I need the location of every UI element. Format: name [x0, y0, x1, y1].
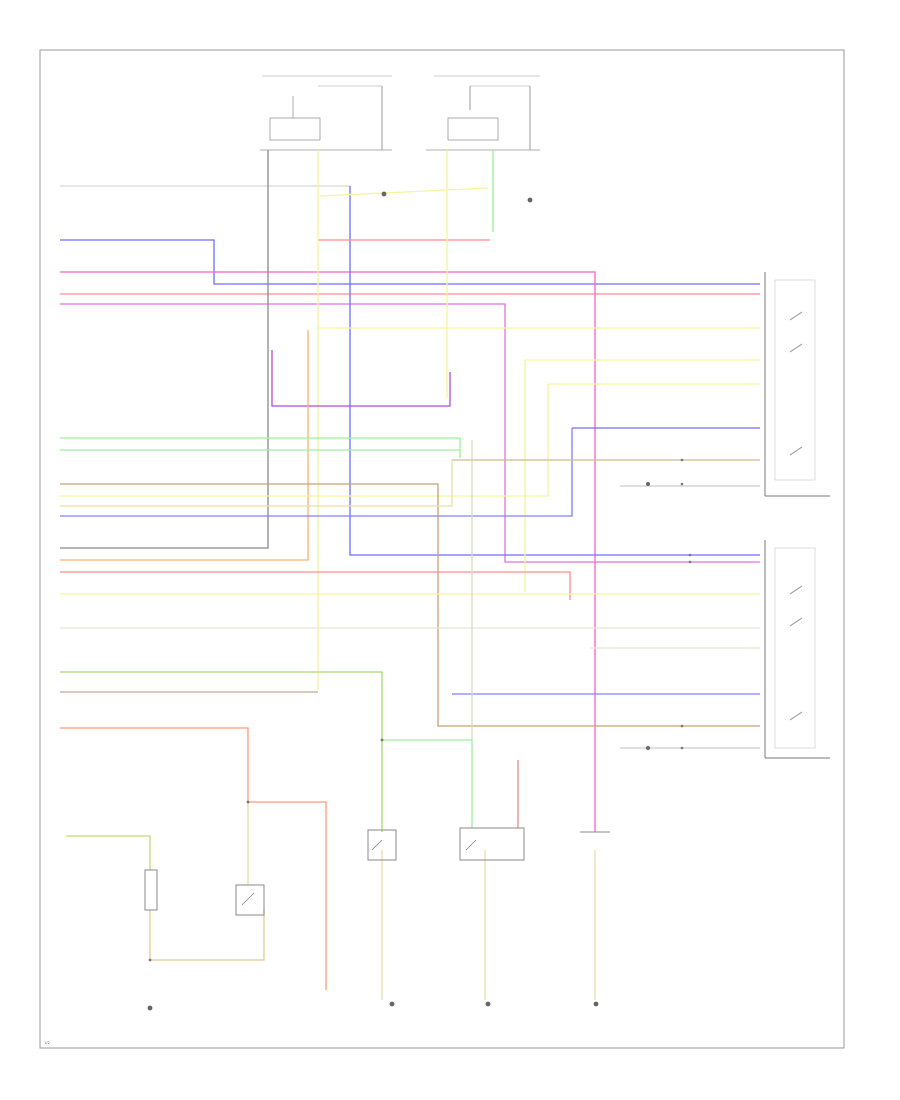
wire-blue-vertical: [349, 186, 760, 556]
wire-tan-2: [60, 483, 760, 727]
wire-magenta-1: [60, 303, 760, 563]
ground-icon: [646, 746, 650, 750]
ground-points: [147, 191, 650, 1011]
ground-icon: [147, 1005, 153, 1011]
right-connector-upper: [764, 272, 830, 497]
wire-green-4: [382, 739, 473, 828]
junction-dots: [148, 458, 692, 962]
wire-green-3: [60, 671, 383, 832]
wire-olive-1: [60, 460, 453, 507]
top-connector-right: [426, 75, 540, 151]
ground-icon: [381, 191, 387, 197]
wire-green-1: [60, 437, 461, 458]
ground-icon: [389, 1001, 395, 1007]
wire-yellow-h4: [60, 384, 549, 497]
ground-icon: [593, 1001, 599, 1007]
ground-icon: [485, 1001, 491, 1007]
diagram-frame: [39, 49, 845, 1049]
right-connector-lower: [764, 540, 830, 759]
wire-harness: [60, 150, 760, 1000]
wire-blue-h3: [60, 428, 573, 517]
top-connector-left: [260, 75, 392, 151]
component-switch-b: [367, 829, 397, 861]
wire-olive-2: [66, 835, 151, 870]
wire-orange-1: [60, 330, 309, 561]
page-code: 1/2: [44, 1041, 50, 1045]
wire-salmon-1: [60, 727, 327, 990]
wire-tan-4: [149, 910, 265, 961]
wire-red-2: [60, 571, 571, 600]
wire-pink-1: [60, 271, 596, 832]
wire-yellow-diag: [319, 187, 489, 197]
component-switch-a: [235, 884, 265, 916]
ground-icon: [527, 197, 533, 203]
component-switch-c: [459, 827, 525, 861]
ground-icon: [646, 482, 650, 486]
wire-blue-1: [60, 239, 760, 285]
wire-gray-v: [60, 150, 269, 549]
component-fuse-left: [144, 869, 158, 911]
wire-magenta-bus: [271, 350, 451, 407]
